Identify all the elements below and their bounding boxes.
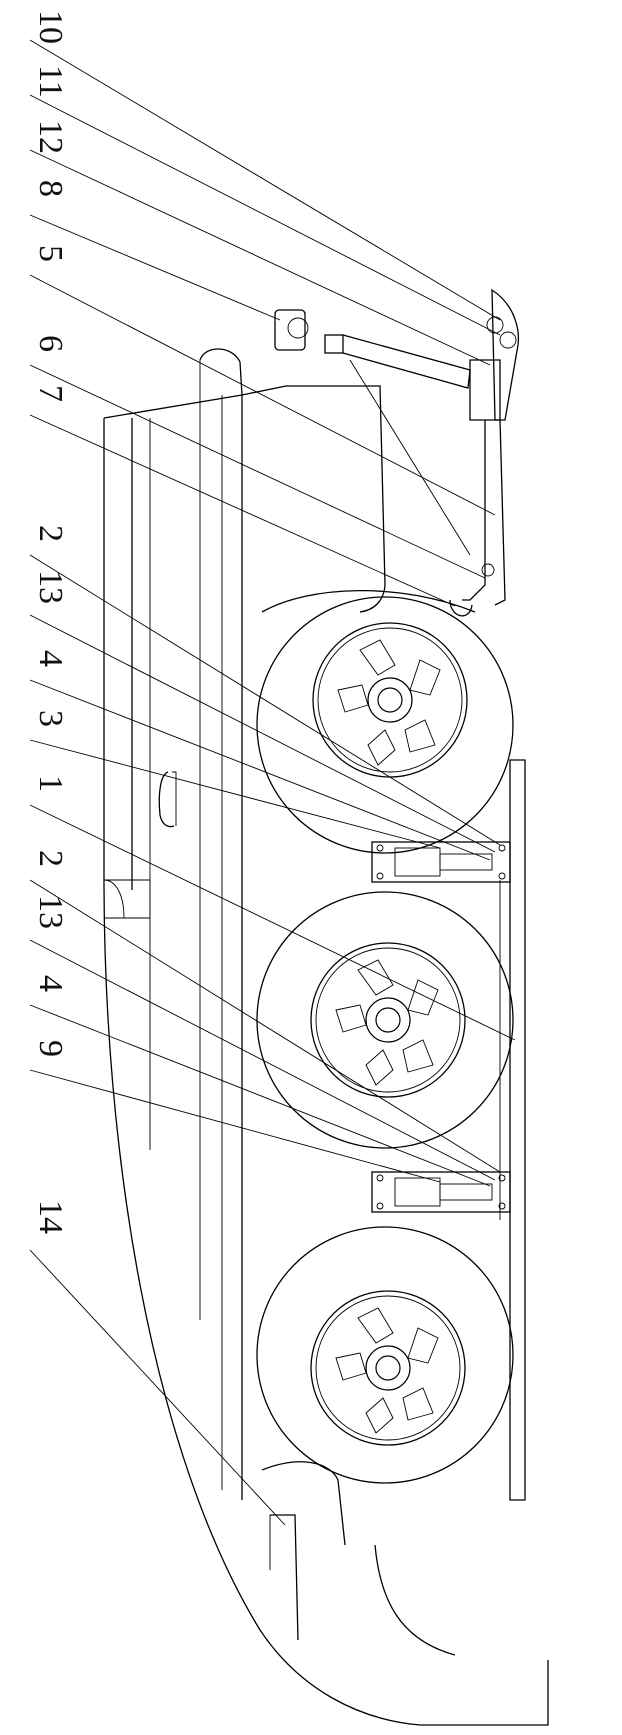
label-7: 7 [32, 385, 69, 402]
reference-numerals: 10 11 12 8 5 6 7 2 13 4 3 1 2 13 4 9 14 [32, 10, 69, 1234]
label-9: 9 [32, 1040, 69, 1057]
jack-lower [372, 1172, 510, 1212]
rear-wheel [257, 1227, 513, 1655]
ground-plate [500, 760, 525, 1500]
label-4-upper: 4 [32, 650, 69, 667]
label-1: 1 [32, 775, 69, 792]
label-2-lower: 2 [32, 850, 69, 867]
label-13-upper: 13 [32, 570, 69, 604]
label-12: 12 [32, 120, 69, 154]
label-6: 6 [32, 335, 69, 352]
label-10: 10 [32, 10, 69, 44]
vehicle-body [104, 349, 548, 1725]
label-13-lower: 13 [32, 895, 69, 929]
label-2-upper: 2 [32, 525, 69, 542]
label-11: 11 [32, 65, 69, 98]
label-8: 8 [32, 180, 69, 197]
front-wheel [257, 591, 513, 853]
tilt-arm-assembly [275, 290, 518, 616]
label-14: 14 [32, 1200, 69, 1234]
leader-lines [30, 40, 515, 1525]
label-3: 3 [32, 710, 69, 727]
jack-upper [372, 842, 510, 882]
label-4-lower: 4 [32, 975, 69, 992]
label-5: 5 [32, 245, 69, 262]
